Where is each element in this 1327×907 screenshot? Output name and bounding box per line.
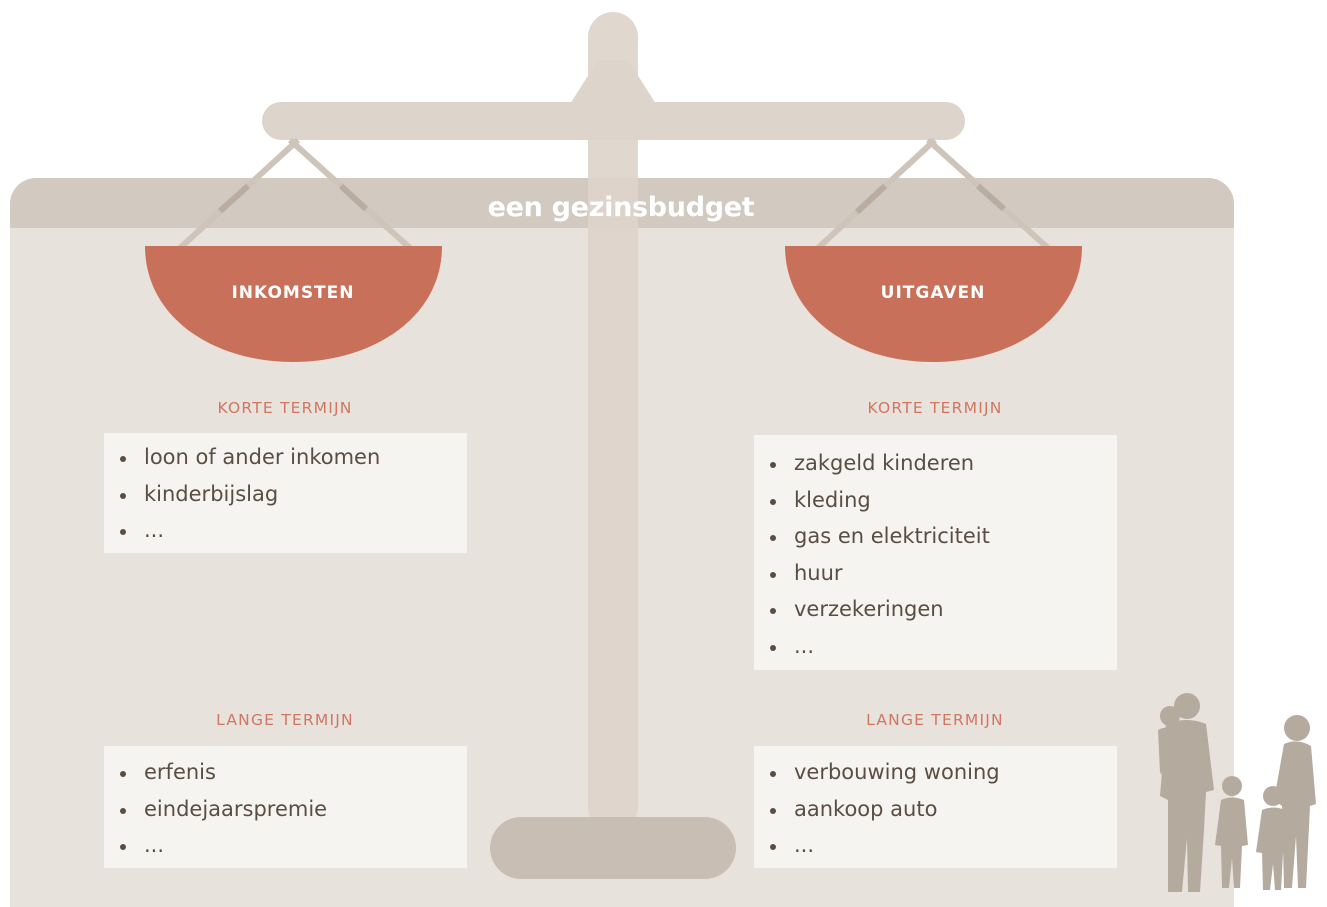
list-item: verzekeringen	[754, 591, 1117, 628]
expenses-long-term-label: LANGE TERMIJN	[866, 711, 1004, 729]
income-long-term-list: erfenis eindejaarspremie ...	[104, 746, 467, 868]
scale-beam	[262, 102, 965, 140]
right-string-1-band	[854, 183, 888, 215]
expenses-short-term-label: KORTE TERMIJN	[867, 399, 1003, 417]
left-string-1-band	[218, 183, 250, 214]
family-silhouette-icon	[1158, 693, 1316, 892]
list-item: ...	[754, 628, 1117, 665]
income-pan-label: INKOMSTEN	[231, 283, 355, 303]
list-item: ...	[754, 827, 1117, 864]
left-string-2-band	[338, 183, 369, 212]
list-item: eindejaarspremie	[104, 791, 467, 828]
list-item: huur	[754, 555, 1117, 592]
expenses-pan-label: UITGAVEN	[880, 283, 986, 303]
list-item: gas en elektriciteit	[754, 518, 1117, 555]
scale-pivot	[570, 60, 656, 104]
list-item: ...	[104, 512, 467, 549]
income-short-term-label: KORTE TERMIJN	[217, 399, 353, 417]
expenses-pan	[785, 246, 1082, 362]
list-item: zakgeld kinderen	[754, 445, 1117, 482]
diagram-title: een gezinsbudget	[487, 192, 755, 223]
expenses-short-term-list: zakgeld kinderen kleding gas en elektric…	[754, 435, 1117, 670]
list-item: kleding	[754, 482, 1117, 519]
income-pan	[145, 246, 442, 362]
list-item: erfenis	[104, 754, 467, 791]
scale-pole	[588, 12, 638, 832]
list-item: kinderbijslag	[104, 476, 467, 513]
list-item: loon of ander inkomen	[104, 439, 467, 476]
expenses-long-term-list: verbouwing woning aankoop auto ...	[754, 746, 1117, 868]
income-short-term-list: loon of ander inkomen kinderbijslag ...	[104, 433, 467, 553]
list-item: verbouwing woning	[754, 754, 1117, 791]
list-item: ...	[104, 827, 467, 864]
right-string-2-band	[976, 183, 1006, 212]
income-long-term-label: LANGE TERMIJN	[216, 711, 354, 729]
list-item: aankoop auto	[754, 791, 1117, 828]
scale-base	[490, 817, 736, 879]
